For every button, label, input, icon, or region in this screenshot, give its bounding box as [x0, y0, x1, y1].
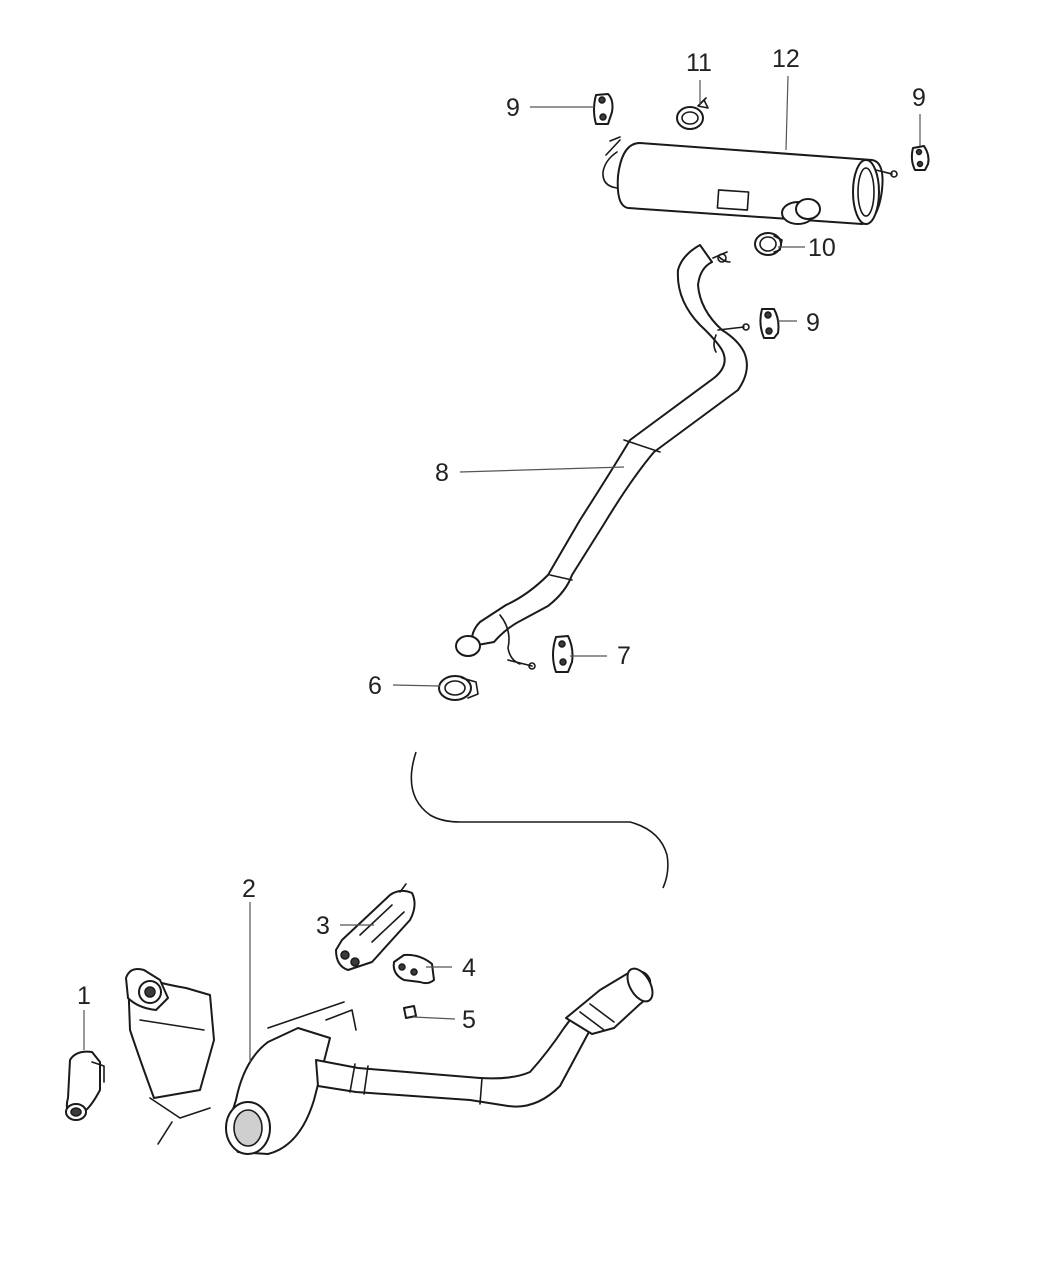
callout-7: 7: [617, 642, 631, 670]
break-line: [410, 751, 669, 889]
part-7-hanger: [552, 635, 574, 673]
leader-lines: [83, 75, 921, 1062]
callout-12: 12: [772, 45, 800, 73]
part-1-elbow-pipe: [65, 1050, 105, 1121]
part-8-intermediate-pipe: [455, 244, 750, 670]
part-6-clamp: [438, 675, 479, 701]
callout-9-upper-right: 9: [912, 84, 926, 112]
part-12-muffler: [602, 136, 898, 225]
callout-6: 6: [368, 672, 382, 700]
callout-9-middle: 9: [806, 309, 820, 337]
part-3-heat-shield: [335, 883, 416, 971]
callout-9-upper-left: 9: [506, 94, 520, 122]
part-9-hanger-upper-right: [910, 145, 930, 171]
part-9-hanger-middle: [759, 308, 780, 339]
callout-8: 8: [435, 459, 449, 487]
leader-5: [412, 1016, 456, 1020]
part-9-hanger-upper-left: [593, 93, 614, 125]
part-10-clamp: [754, 232, 783, 256]
callout-labels: 1 2 3 4 5 6 7 8 9 9 9 10 11 12: [77, 45, 926, 1034]
callout-11: 11: [686, 49, 712, 77]
callout-10: 10: [808, 234, 836, 262]
part-5-nut: [403, 1005, 417, 1019]
part-11-clamp: [676, 97, 709, 130]
callout-2: 2: [242, 875, 256, 903]
callout-4: 4: [462, 954, 476, 982]
callout-1: 1: [77, 982, 91, 1010]
callout-5: 5: [462, 1006, 476, 1034]
part-4-bracket: [392, 953, 435, 985]
part-2-converter-assembly: [125, 967, 654, 1155]
callout-3: 3: [316, 912, 330, 940]
leader-8: [459, 466, 625, 473]
leader-12: [785, 75, 789, 151]
leader-6: [392, 684, 441, 687]
